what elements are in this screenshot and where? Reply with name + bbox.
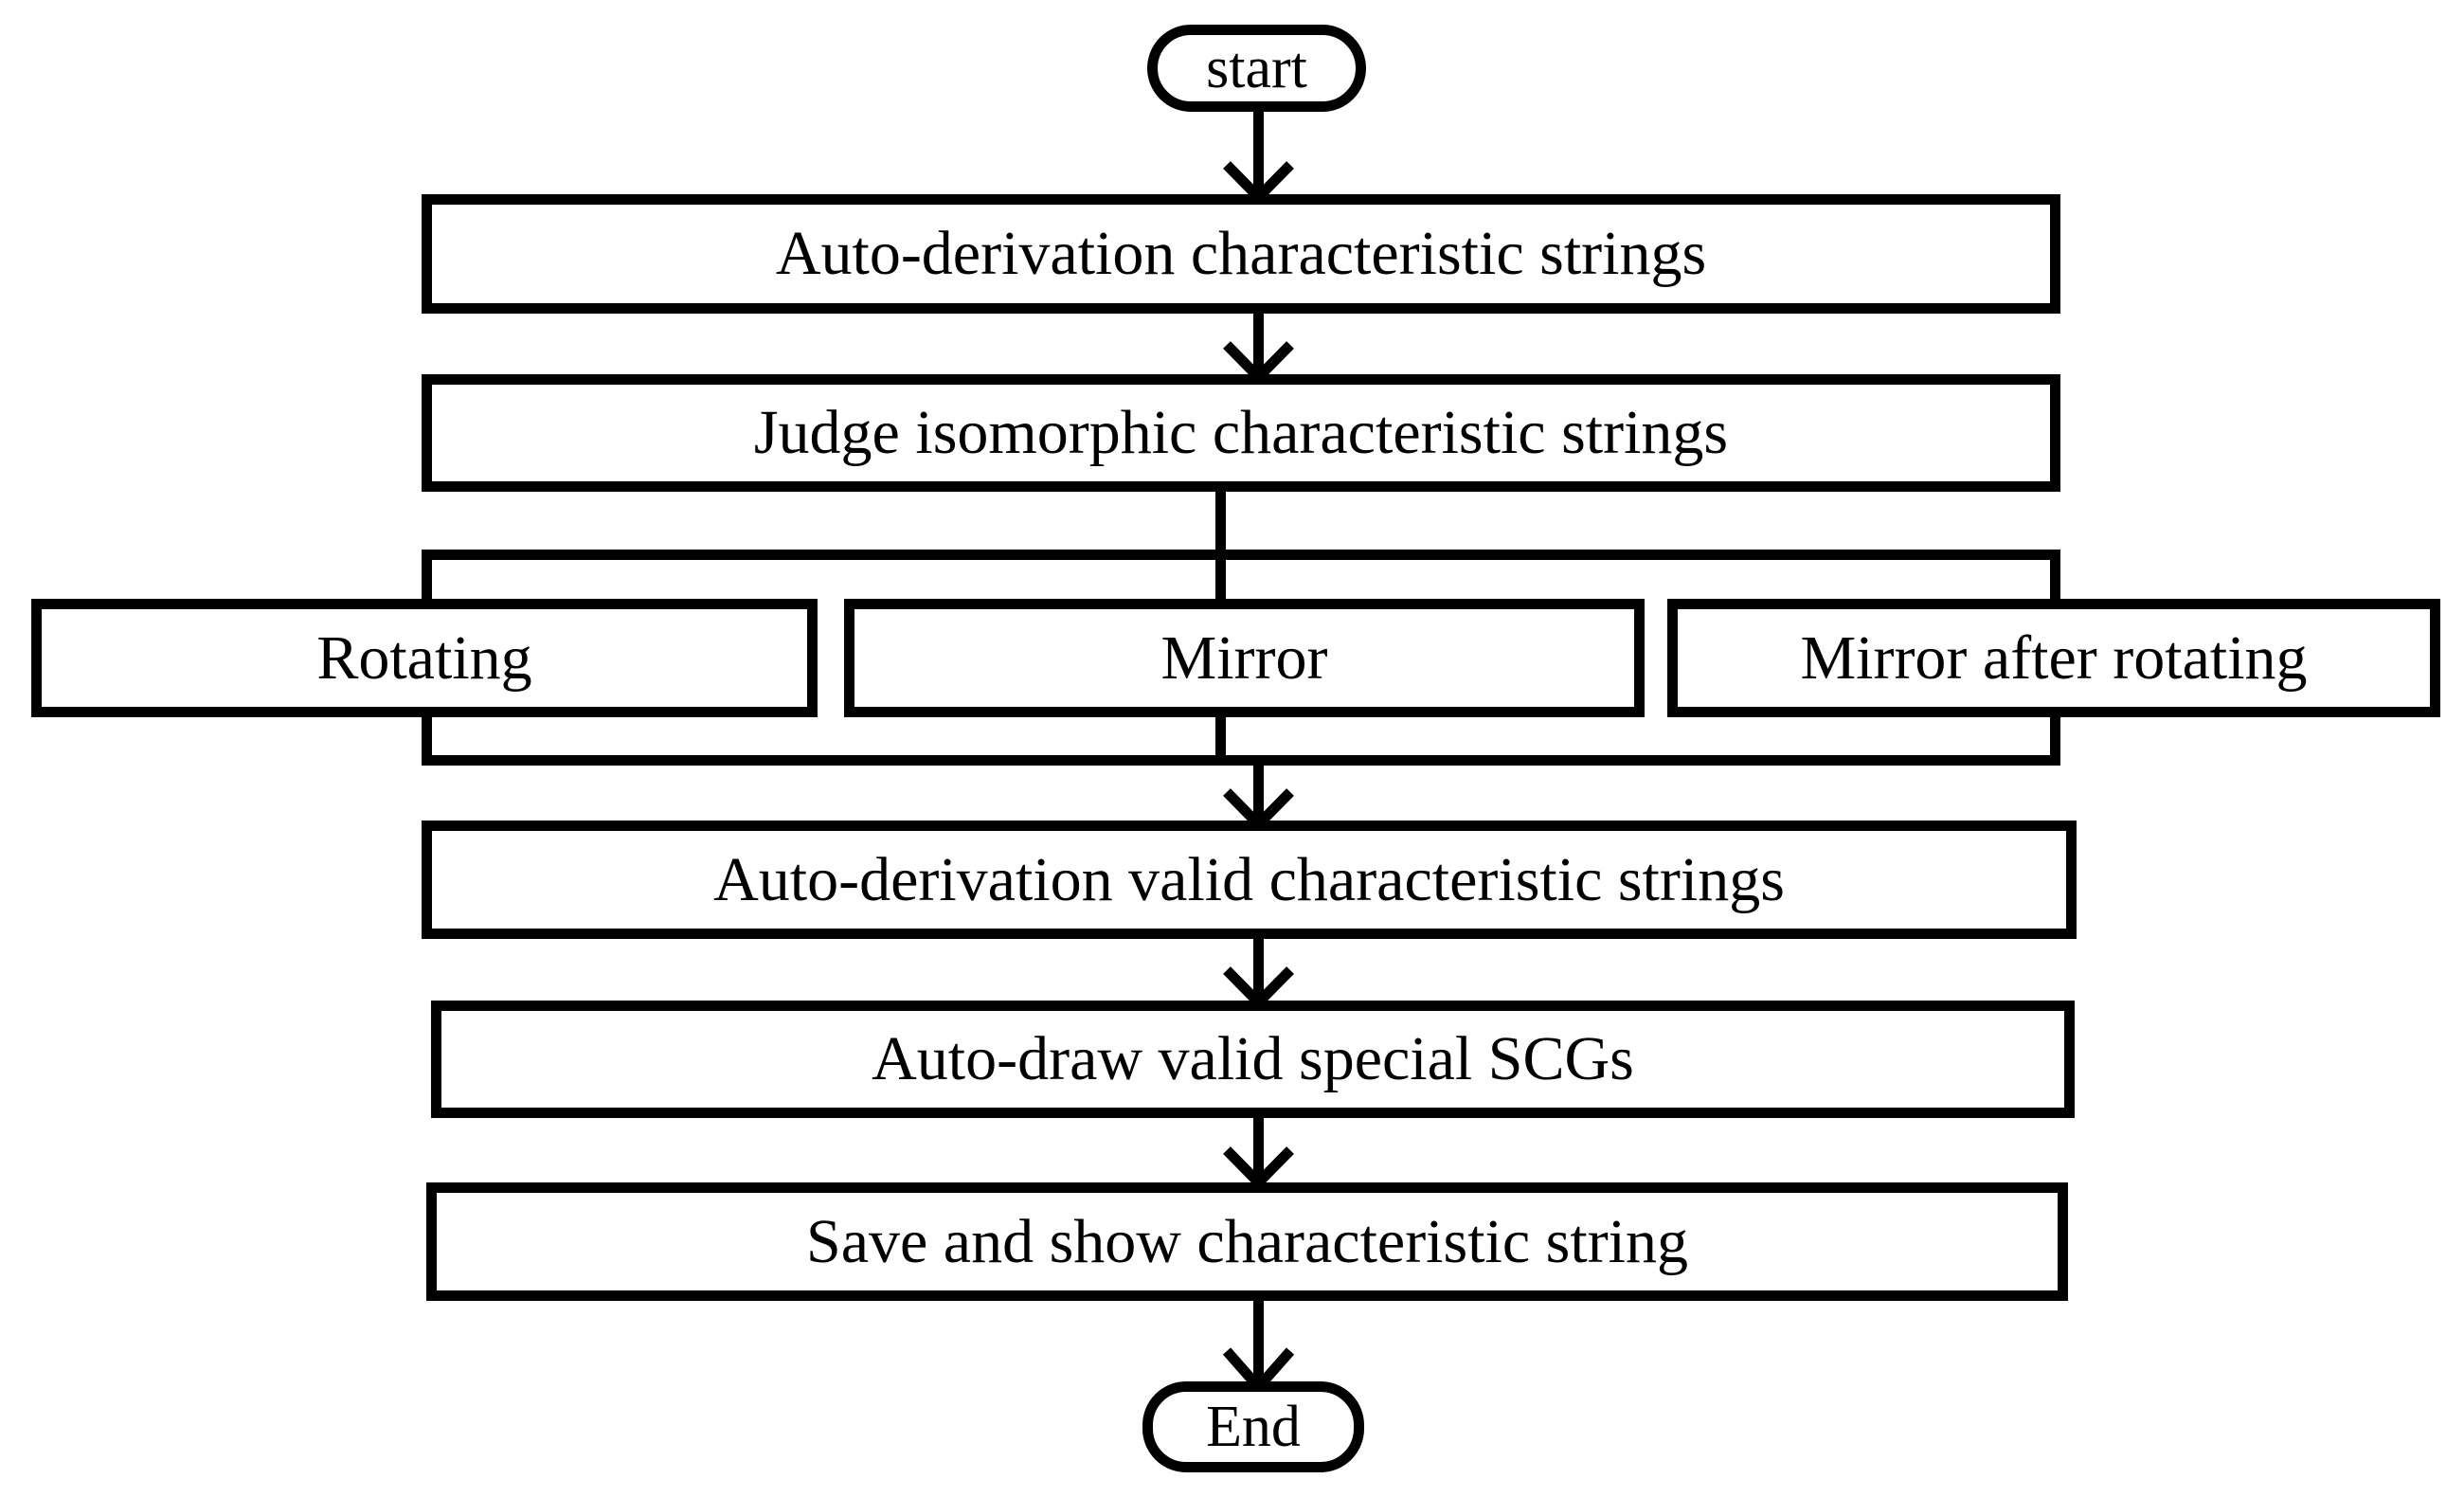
node-branch-mirror[interactable]: Mirror: [844, 599, 1645, 717]
node-branch-mirror-after-rotating[interactable]: Mirror after rotating: [1667, 599, 2440, 717]
node-end-label: End: [1206, 1395, 1301, 1459]
node-step3[interactable]: Auto-derivation valid characteristic str…: [422, 821, 2077, 939]
edge-start-to-step1: [1215, 110, 1303, 205]
node-step1-label: Auto-derivation characteristic strings: [775, 219, 1707, 288]
node-branch-rotating-label: Rotating: [316, 622, 532, 693]
node-step2[interactable]: Judge isomorphic characteristic strings: [422, 374, 2060, 492]
node-end[interactable]: End: [1142, 1381, 1364, 1472]
node-branch-mirror-after-rotating-label: Mirror after rotating: [1800, 622, 2308, 693]
node-branch-rotating[interactable]: Rotating: [31, 599, 818, 717]
edge-branch-group-to-step3: [1215, 758, 1303, 832]
node-step5[interactable]: Save and show characteristic string: [426, 1182, 2068, 1301]
node-step4[interactable]: Auto-draw valid special SCGs: [431, 1001, 2075, 1118]
node-branch-mirror-label: Mirror: [1160, 622, 1328, 693]
node-step1[interactable]: Auto-derivation characteristic strings: [422, 194, 2060, 314]
edge-step3-to-step4: [1215, 936, 1303, 1010]
node-step2-label: Judge isomorphic characteristic strings: [753, 398, 1729, 467]
edge-step5-to-end: [1215, 1298, 1303, 1396]
edge-step2-to-branch-group: [1215, 489, 1226, 555]
edge-step4-to-step5: [1215, 1116, 1303, 1190]
node-start[interactable]: start: [1147, 25, 1366, 112]
node-step3-label: Auto-derivation valid characteristic str…: [713, 844, 1785, 914]
node-step5-label: Save and show characteristic string: [805, 1206, 1689, 1276]
node-step4-label: Auto-draw valid special SCGs: [872, 1024, 1634, 1093]
edge-step1-to-step2: [1215, 311, 1303, 385]
node-start-label: start: [1206, 36, 1307, 100]
